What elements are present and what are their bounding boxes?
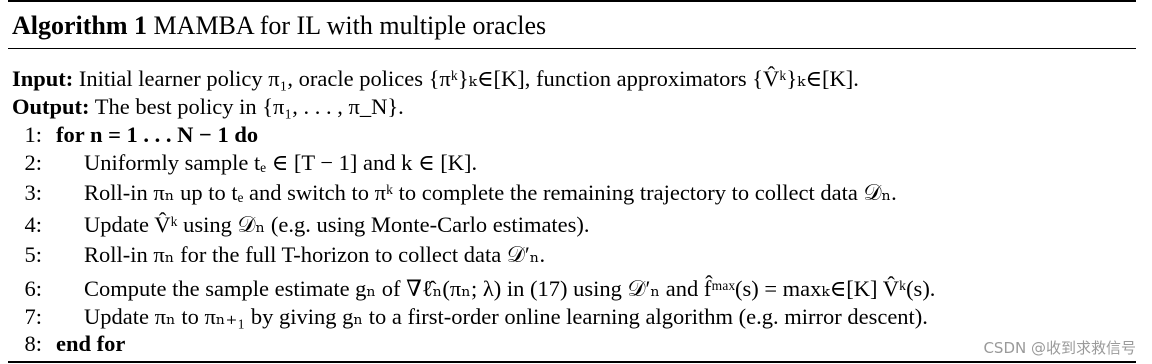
step-number: 7: bbox=[24, 304, 42, 329]
algorithm-name: MAMBA for IL with multiple oracles bbox=[153, 11, 547, 40]
input-line: Input: Initial learner policy π₁, oracle… bbox=[12, 64, 859, 94]
step-text: Compute the sample estimate gₙ of ∇ℓ̂ₙ(π… bbox=[84, 276, 936, 301]
step-number: 3: bbox=[24, 180, 42, 205]
step-text: for n = 1 . . . N − 1 do bbox=[56, 120, 258, 150]
input-label: Input: bbox=[12, 66, 74, 91]
step-text-content: end for bbox=[56, 331, 126, 356]
step-text: Update πₙ to πₙ₊₁ by giving gₙ to a firs… bbox=[84, 304, 928, 329]
output-text: The best policy in {π₁, . . . , π_N}. bbox=[94, 94, 404, 119]
step-number: 4: bbox=[24, 212, 42, 237]
watermark: CSDN @收到求救信号 bbox=[983, 339, 1136, 357]
step-text-content: for n = 1 . . . N − 1 do bbox=[56, 122, 259, 147]
algorithm-title: Algorithm 1 MAMBA for IL with multiple o… bbox=[12, 10, 546, 42]
output-label: Output: bbox=[12, 94, 90, 119]
top-rule bbox=[8, 0, 1136, 2]
step-text: Uniformly sample tₑ ∈ [T − 1] and k ∈ [K… bbox=[84, 150, 478, 175]
step-number: 6: bbox=[24, 276, 42, 301]
step-number: 5: bbox=[24, 242, 42, 267]
title-rule bbox=[8, 48, 1136, 49]
step-number: 2: bbox=[24, 150, 42, 175]
step-text: Roll-in πₙ up to tₑ and switch to πᵏ to … bbox=[84, 180, 897, 205]
step-text: end for bbox=[56, 329, 125, 359]
step-number: 1: bbox=[24, 122, 42, 147]
step-text: Update V̂ᵏ using 𝒟ₙ (e.g. using Monte-Ca… bbox=[84, 212, 590, 237]
output-line: Output: The best policy in {π₁, . . . , … bbox=[12, 92, 404, 122]
algorithm-label: Algorithm 1 bbox=[12, 11, 148, 40]
step-number: 8: bbox=[24, 331, 42, 356]
bottom-rule bbox=[8, 361, 1136, 363]
input-text: Initial learner policy π₁, oracle police… bbox=[78, 66, 859, 91]
step-text: Roll-in πₙ for the full T-horizon to col… bbox=[84, 242, 546, 267]
